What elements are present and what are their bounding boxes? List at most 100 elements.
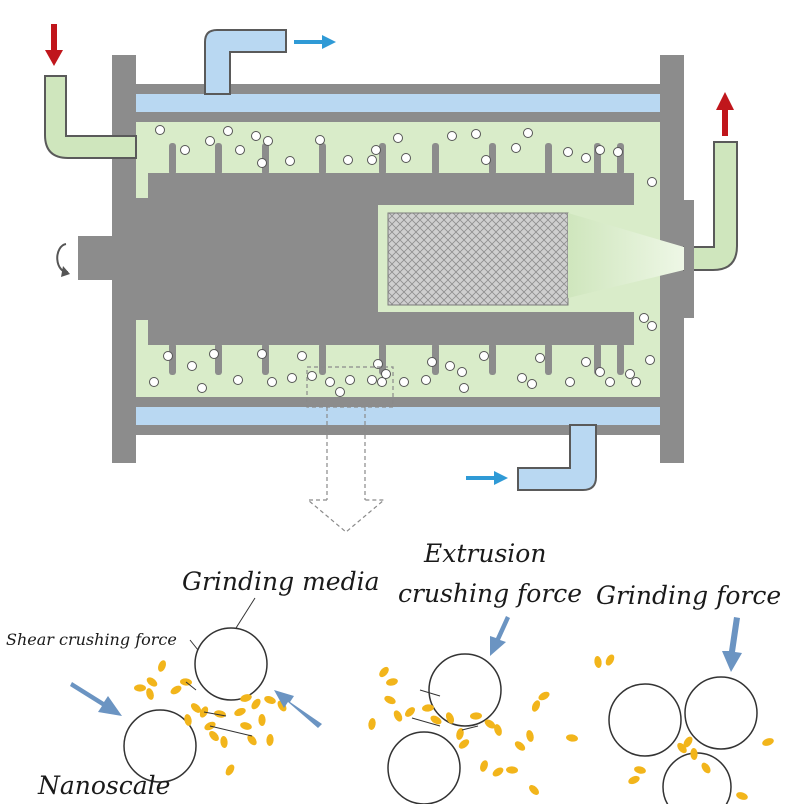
particle bbox=[146, 677, 158, 687]
bead bbox=[345, 375, 355, 385]
bead bbox=[335, 387, 345, 397]
bead bbox=[371, 145, 381, 155]
coolant-inlet-pipe bbox=[517, 424, 597, 491]
particle bbox=[240, 722, 252, 730]
particle bbox=[405, 707, 415, 717]
particle bbox=[247, 734, 257, 746]
bead bbox=[581, 357, 591, 367]
connector-line bbox=[209, 725, 253, 737]
bead bbox=[471, 129, 481, 139]
bead bbox=[481, 155, 491, 165]
bead bbox=[315, 135, 325, 145]
grinding-media-bead bbox=[428, 653, 502, 727]
pin bbox=[215, 143, 222, 175]
bead bbox=[479, 351, 489, 361]
particle bbox=[529, 785, 539, 795]
bead bbox=[297, 351, 307, 361]
bead bbox=[235, 145, 245, 155]
particle bbox=[506, 766, 518, 774]
connector-line bbox=[419, 689, 441, 697]
bead bbox=[565, 377, 575, 387]
bead bbox=[307, 371, 317, 381]
pin bbox=[319, 143, 326, 175]
particle bbox=[470, 712, 482, 720]
particle bbox=[393, 710, 403, 722]
shear-force-arrow-icon bbox=[70, 682, 322, 728]
particle bbox=[456, 728, 464, 740]
bead bbox=[257, 349, 267, 359]
particle bbox=[690, 748, 698, 760]
pin bbox=[545, 143, 552, 175]
bead bbox=[343, 155, 353, 165]
particle bbox=[251, 698, 261, 710]
bead bbox=[535, 353, 545, 363]
particle bbox=[683, 736, 693, 748]
label-extrusion-line1: Extrusion bbox=[423, 539, 546, 568]
connector-line bbox=[203, 711, 227, 717]
bead bbox=[639, 313, 649, 323]
pin bbox=[545, 343, 552, 375]
particle bbox=[384, 695, 396, 705]
particle bbox=[484, 719, 496, 729]
bead bbox=[251, 131, 261, 141]
bead bbox=[523, 128, 533, 138]
bead bbox=[613, 147, 623, 157]
bead bbox=[209, 349, 219, 359]
particle bbox=[514, 741, 526, 751]
particle bbox=[184, 714, 192, 726]
inlet-arrow-icon bbox=[45, 24, 63, 66]
bead bbox=[595, 145, 605, 155]
label-shear-force: Shear crushing force bbox=[6, 630, 177, 649]
particle bbox=[430, 715, 442, 725]
nano-particles bbox=[134, 654, 774, 800]
grinding-media-bead bbox=[387, 731, 461, 804]
particle bbox=[445, 712, 455, 724]
bead bbox=[447, 131, 457, 141]
bead bbox=[381, 369, 391, 379]
bead bbox=[367, 155, 377, 165]
particle bbox=[538, 691, 550, 701]
pin bbox=[617, 343, 624, 375]
bead bbox=[197, 383, 207, 393]
particle bbox=[368, 718, 376, 730]
particle bbox=[422, 704, 434, 712]
particle bbox=[209, 730, 219, 742]
particle bbox=[605, 654, 615, 666]
particle-connector-lines bbox=[185, 681, 479, 737]
particle bbox=[458, 739, 470, 749]
connector-line bbox=[185, 681, 197, 691]
bead bbox=[373, 359, 383, 369]
label-extrusion-line2: crushing force bbox=[398, 579, 582, 608]
pin bbox=[215, 343, 222, 375]
particle bbox=[762, 738, 774, 746]
pin bbox=[169, 143, 176, 175]
bead bbox=[647, 177, 657, 187]
particle bbox=[634, 766, 646, 774]
bead bbox=[205, 136, 215, 146]
zoom-region bbox=[306, 366, 394, 408]
particle bbox=[526, 730, 534, 742]
bead bbox=[645, 355, 655, 365]
particle bbox=[199, 706, 209, 718]
bead bbox=[625, 369, 635, 379]
particle bbox=[220, 736, 228, 748]
bead bbox=[401, 153, 411, 163]
bead bbox=[517, 373, 527, 383]
bead bbox=[605, 377, 615, 387]
particle bbox=[258, 714, 266, 726]
bead bbox=[263, 136, 273, 146]
bead bbox=[285, 156, 295, 166]
particle bbox=[379, 666, 389, 678]
pin bbox=[262, 343, 269, 375]
particle bbox=[204, 721, 216, 731]
bead bbox=[149, 377, 159, 387]
bead bbox=[595, 367, 605, 377]
pin bbox=[489, 143, 496, 175]
bead bbox=[257, 158, 267, 168]
bead bbox=[421, 375, 431, 385]
particle bbox=[146, 688, 154, 700]
left-flange bbox=[112, 55, 136, 463]
bead bbox=[155, 125, 165, 135]
bead bbox=[581, 153, 591, 163]
bead bbox=[459, 383, 469, 393]
